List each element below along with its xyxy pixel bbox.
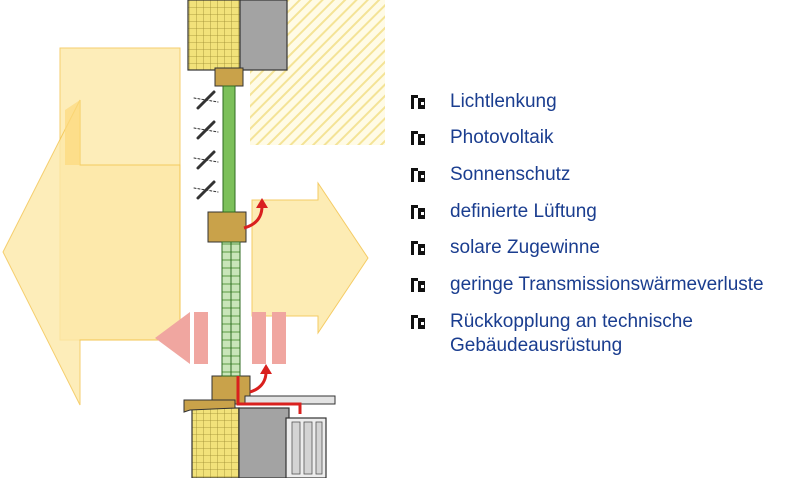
window-frame — [207, 67, 251, 405]
control-line — [236, 376, 302, 414]
louvre-blades-icon — [193, 90, 219, 200]
corner-bullet-icon — [411, 241, 425, 255]
feature-label: Lichtlenkung — [450, 91, 557, 112]
feature-item-transmission: geringe Transmissionswärmeverluste — [408, 273, 798, 297]
feature-label: Sonnenschutz — [450, 164, 571, 185]
feature-item-lichtlenkung: Lichtlenkung — [408, 90, 798, 114]
feature-label: geringe Transmissionswärmeverluste — [450, 274, 764, 295]
bottom-wall — [191, 407, 290, 478]
feature-label-continued: Gebäudeausrüstung — [450, 335, 623, 356]
feature-item-photovoltaik: Photovoltaik — [408, 126, 798, 150]
feature-label: definierte Lüftung — [450, 201, 597, 222]
radiator-icon — [285, 417, 327, 478]
feature-item-rueckkopplung: Rückkopplung an technische Gebäudeausrüs… — [408, 310, 798, 358]
corner-bullet-icon — [411, 95, 425, 109]
corner-bullet-icon — [411, 315, 425, 329]
corner-bullet-icon — [411, 278, 425, 292]
window-sill — [183, 395, 336, 413]
ventilation-arrow-icon — [243, 198, 272, 394]
feature-item-sonnenschutz: Sonnenschutz — [408, 163, 798, 187]
feature-label: Photovoltaik — [450, 127, 554, 148]
lower-glass-pane — [221, 241, 241, 377]
upper-glass-pane — [222, 85, 236, 213]
feature-list: Lichtlenkung Photovoltaik Sonnenschutz d… — [408, 90, 798, 358]
feature-item-zugewinne: solare Zugewinne — [408, 236, 798, 260]
top-wall — [187, 0, 288, 71]
left-light-arrow-icon — [2, 47, 181, 406]
feature-label: Rückkopplung an technische — [450, 311, 693, 332]
right-light-arrow-icon — [251, 181, 369, 335]
corner-bullet-icon — [411, 131, 425, 145]
feature-label: solare Zugewinne — [450, 237, 600, 258]
heat-loss-arrow-icon — [155, 312, 286, 364]
feature-item-lueftung: definierte Lüftung — [408, 200, 798, 224]
corner-bullet-icon — [411, 168, 425, 182]
corner-bullet-icon — [411, 205, 425, 219]
facade-diagram — [2, 0, 385, 478]
